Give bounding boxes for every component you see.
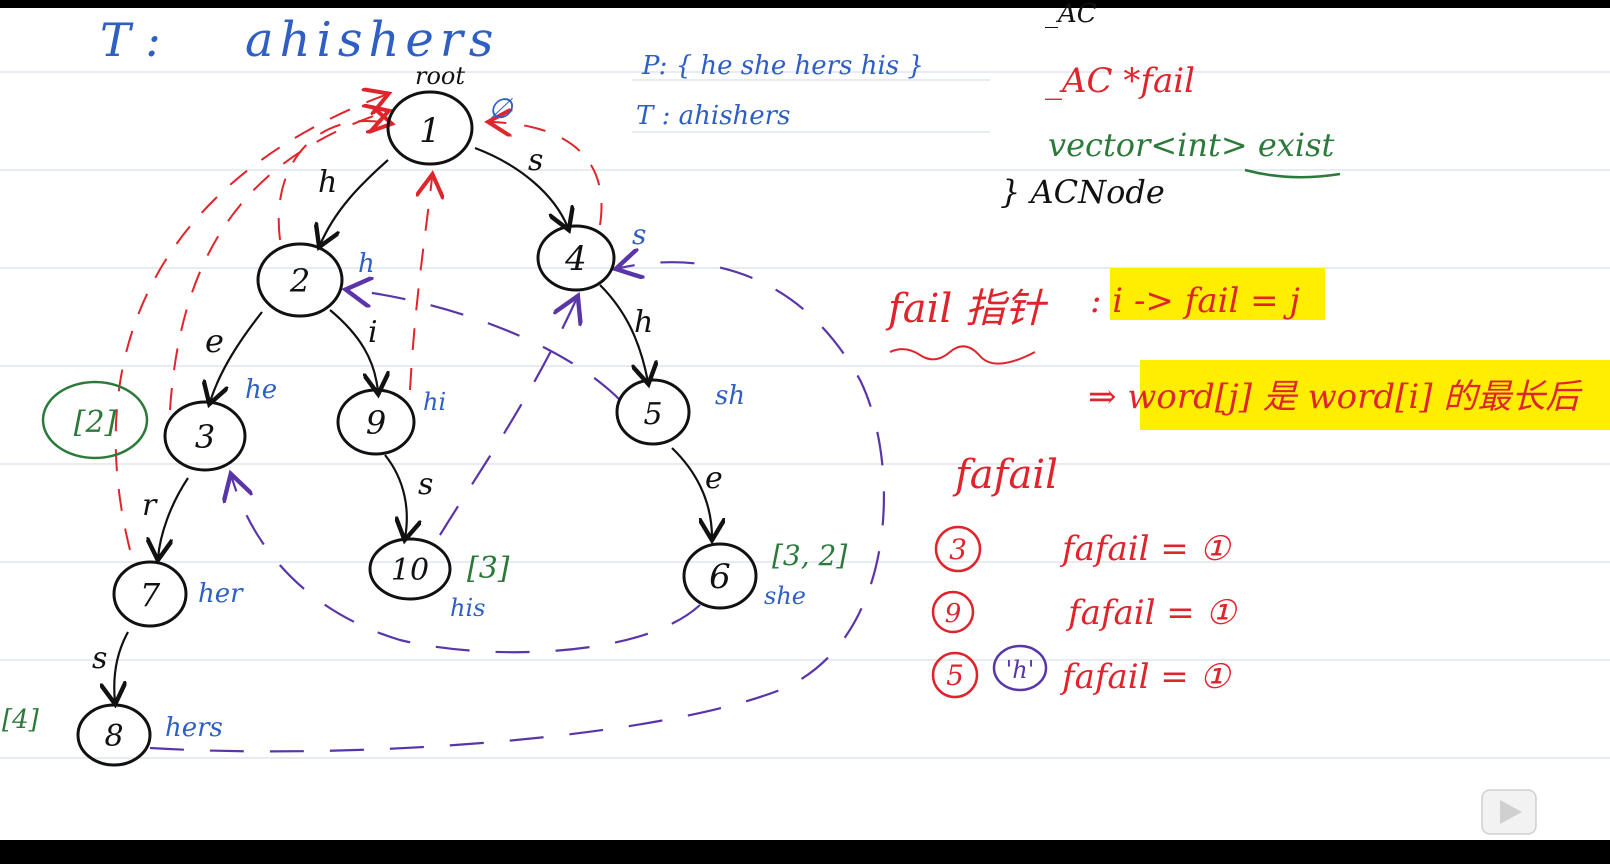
code-line-close: } ACNode xyxy=(1000,173,1165,211)
edge-1-4-char: s xyxy=(528,143,543,178)
fafail-row-3-extra: 'h' xyxy=(1006,656,1035,684)
ruled-lines xyxy=(0,71,1610,759)
exist-tag-node3: [2] xyxy=(74,405,117,440)
edge-5-6 xyxy=(671,447,712,538)
trie-node-8-label: hers xyxy=(165,713,223,743)
title-text: ahishers xyxy=(245,12,499,68)
edge-3-7 xyxy=(158,477,189,558)
edge-1-2-char: h xyxy=(318,165,337,200)
trie-node-5-id: 5 xyxy=(643,397,662,432)
code-line-fail: _AC *fail xyxy=(1045,61,1195,101)
trie-node-5: 5 sh xyxy=(615,378,745,446)
fafail-title: fafail xyxy=(952,452,1058,498)
exist-underline xyxy=(1244,168,1341,179)
fafail-row-3: 5 'h' fafail = ① xyxy=(931,644,1232,699)
edge-7-8-char: s xyxy=(92,641,107,676)
trie-node-10: 10 his xyxy=(368,537,485,622)
trie-node-3: 3 he xyxy=(163,375,277,472)
trie-node-4: 4 s xyxy=(536,218,646,292)
fafail-row-1: 3 fafail = ① xyxy=(934,525,1232,573)
trie-node-3-label: he xyxy=(245,375,277,405)
fail-link-5-2 xyxy=(350,290,621,401)
trie-node-1: 1 xyxy=(386,90,474,166)
edge-4-5-char: h xyxy=(634,305,653,340)
play-button[interactable] xyxy=(1481,789,1537,835)
fail-link-2-root xyxy=(277,121,388,241)
fail-link-10-4 xyxy=(439,300,576,536)
fafail-row-3-h-circle xyxy=(992,644,1048,692)
trie-node-6: 6 she xyxy=(682,542,806,610)
trie-node-5-label: sh xyxy=(715,381,745,411)
code-line-vector: vector<int> exist xyxy=(1048,126,1335,164)
fafail-row-2: 9 fafail = ① xyxy=(931,590,1238,634)
fafail-row-1-circle: 3 xyxy=(949,533,967,566)
trie-node-1-id: 1 xyxy=(419,111,441,151)
trie-edges: h s e i h r s e s xyxy=(92,143,723,702)
trie-node-7: 7 her xyxy=(112,560,244,628)
fail-definition: : i -> fail = j xyxy=(1090,281,1300,321)
edge-9-10-char: s xyxy=(418,467,433,502)
exist-tag-node3-circle xyxy=(41,380,149,460)
edge-4-5 xyxy=(599,284,648,382)
trie-node-7-label: her xyxy=(198,579,244,609)
root-label: root xyxy=(415,62,465,90)
trie-node-7-id: 7 xyxy=(140,576,161,614)
trie-node-8: 8 hers xyxy=(76,703,223,767)
implies-text: ⇒ word[j] 是 word[i] 的最长后 xyxy=(1088,377,1583,417)
edge-2-3-char: e xyxy=(205,322,224,360)
trie-node-8-id: 8 xyxy=(104,719,123,754)
edge-2-9 xyxy=(329,309,378,392)
edge-3-7-char: r xyxy=(142,488,158,523)
trie-node-10-label: his xyxy=(450,594,485,622)
fafail-row-3-circle: 5 xyxy=(946,659,964,692)
trie-node-6-id: 6 xyxy=(709,557,731,597)
title-prefix: T : xyxy=(100,13,161,67)
exist-tag-node10: [3] xyxy=(467,551,510,586)
fail-link-4-root xyxy=(492,122,603,226)
purple-fail-links xyxy=(149,262,885,753)
text-line: T : ahishers xyxy=(636,101,790,131)
trie-node-6-label: she xyxy=(764,582,806,610)
root-empty-symbol: ∅ xyxy=(488,92,514,125)
exist-tags: [2] [3] [3, 2] [4] xyxy=(2,380,847,735)
fafail-row-2-text: fafail = ① xyxy=(1065,593,1238,633)
trie-node-3-id: 3 xyxy=(195,418,215,456)
highlight-implies xyxy=(1140,360,1610,430)
trie-node-2-id: 2 xyxy=(289,262,310,300)
trie-node-4-id: 4 xyxy=(564,239,587,279)
fafail-row-2-circle: 9 xyxy=(945,599,962,629)
play-icon xyxy=(1500,800,1522,824)
edge-2-9-char: i xyxy=(368,315,378,350)
fafail-row-3-text: fafail = ① xyxy=(1059,657,1232,697)
red-fail-links xyxy=(114,95,603,551)
fail-link-7-root xyxy=(114,95,385,551)
trie-node-9: 9 hi xyxy=(336,388,446,456)
fail-link-8-4 xyxy=(149,262,885,753)
trie-node-2-label: h xyxy=(358,249,375,279)
edge-2-3 xyxy=(210,311,263,402)
fail-title-underline xyxy=(889,345,1036,365)
trie-node-10-id: 10 xyxy=(391,553,429,588)
fail-link-3-root xyxy=(169,112,385,411)
trie-node-4-label: s xyxy=(632,218,646,251)
edge-5-6-char: e xyxy=(705,461,723,496)
fafail-row-1-text: fafail = ① xyxy=(1059,529,1232,569)
trie-node-2: 2 h xyxy=(256,242,375,318)
pattern-box: P: { he she hers his } T : ahishers xyxy=(632,51,990,133)
edge-1-2 xyxy=(320,159,389,245)
edge-9-10 xyxy=(384,454,407,538)
edge-7-8 xyxy=(114,631,129,702)
exist-tag-node8: [4] xyxy=(2,705,40,735)
code-line-top: _AC xyxy=(1045,0,1097,29)
trie-nodes: root ∅ 1 2 h 4 s 3 he 9 hi 5 sh xyxy=(76,62,806,767)
highlight-fail-def xyxy=(1110,268,1325,320)
edge-1-4 xyxy=(474,146,568,228)
pattern-line: P: { he she hers his } xyxy=(641,51,924,81)
trie-node-9-label: hi xyxy=(423,388,446,416)
exist-tag-node6: [3, 2] xyxy=(772,539,847,572)
trie-node-9-id: 9 xyxy=(366,404,386,442)
fail-title: fail 指针 xyxy=(885,286,1049,332)
fail-link-6-3 xyxy=(232,478,701,654)
